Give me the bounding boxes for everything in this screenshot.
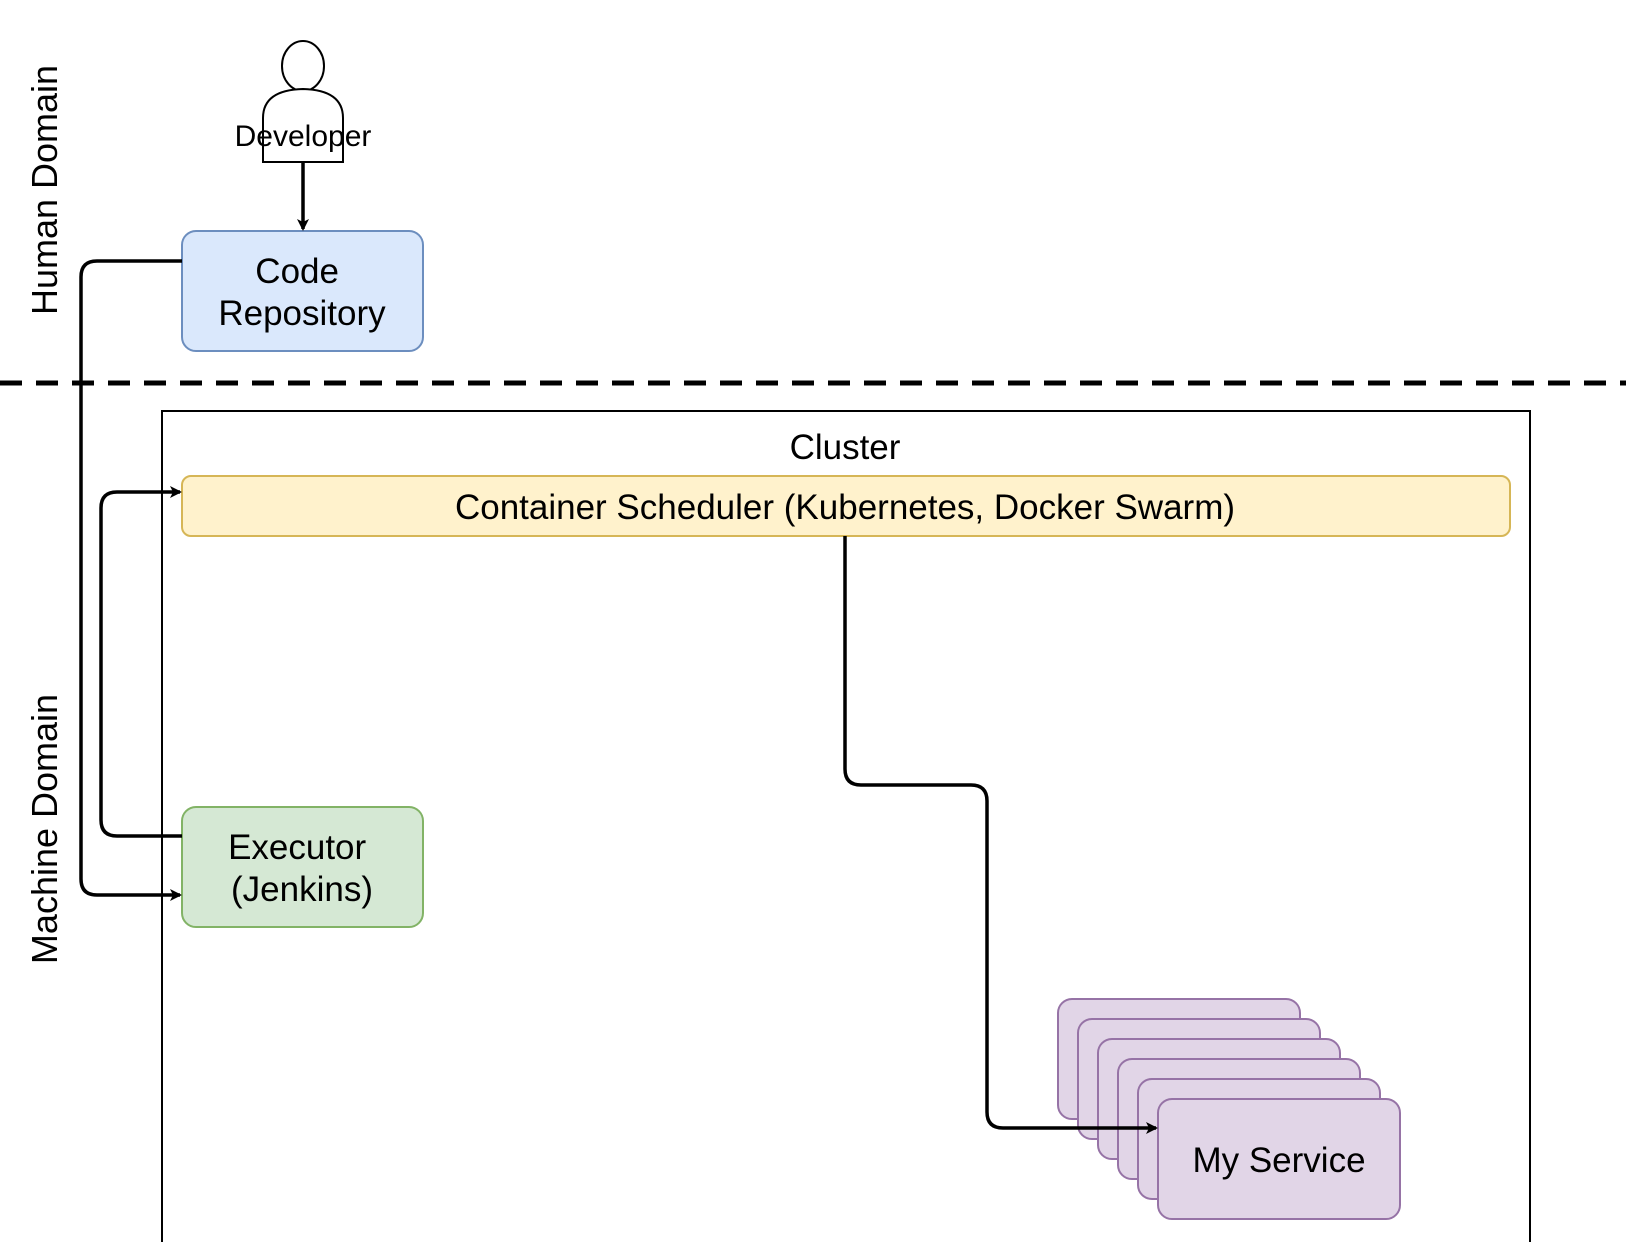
code-repository-node[interactable]: Code Repository [181, 230, 424, 352]
service-replica-card-front [1157, 1098, 1401, 1220]
container-scheduler-node[interactable]: Container Scheduler (Kubernetes, Docker … [181, 475, 1511, 537]
code-repository-label-line-2: Repository [218, 294, 386, 333]
executor-label-line-1: Executor [228, 828, 366, 867]
developer-label: Developer [235, 120, 372, 153]
service-label: My Service [1192, 1141, 1365, 1180]
edge-executor-to-scheduler[interactable] [99, 486, 182, 838]
service-replicas-stack[interactable]: My Service [1057, 998, 1401, 1220]
cluster-label: Cluster [790, 428, 901, 467]
person-icon [262, 40, 344, 163]
executor-label: Executor (Jenkins) [228, 828, 376, 909]
container-scheduler-label: Container Scheduler (Kubernetes, Docker … [455, 488, 1235, 527]
edge-scheduler-to-service[interactable] [843, 536, 1158, 1134]
machine-domain-label: Machine Domain [24, 694, 65, 964]
executor-box [181, 806, 424, 928]
edge-repository-to-executor[interactable] [79, 259, 182, 901]
human-domain-label: Human Domain [24, 65, 65, 315]
developer-actor[interactable]: Developer [235, 40, 372, 163]
code-repository-box [181, 230, 424, 352]
executor-label-line-2: (Jenkins) [231, 870, 373, 909]
code-repository-label: Code Repository [218, 252, 386, 333]
executor-node[interactable]: Executor (Jenkins) [181, 806, 424, 928]
code-repository-label-line-1: Code [255, 252, 339, 291]
